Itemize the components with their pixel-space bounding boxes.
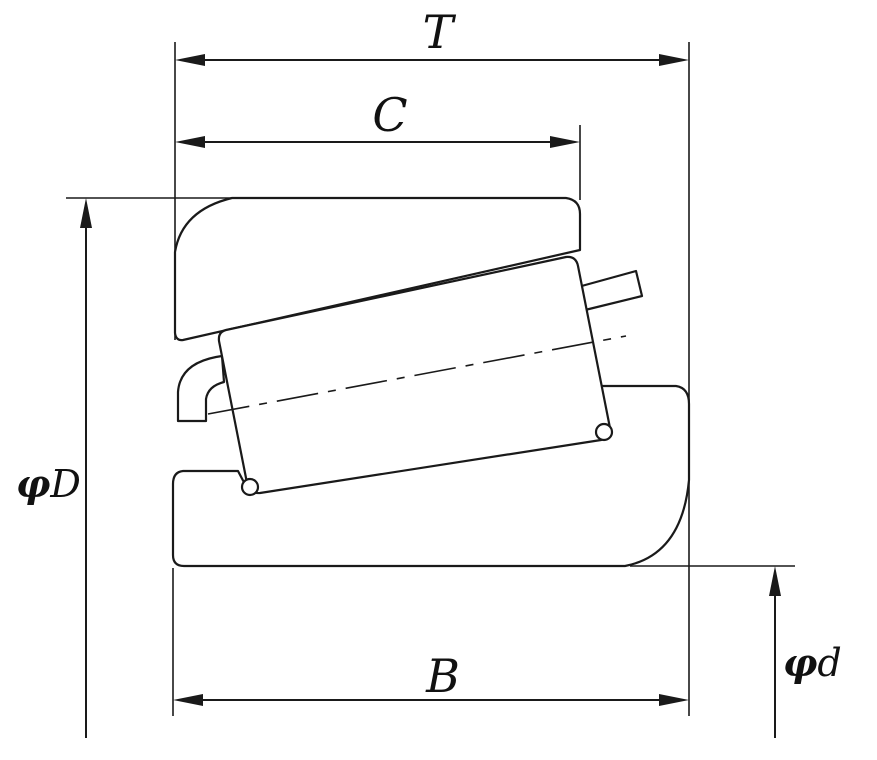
label-od-letter: D — [49, 462, 80, 506]
cage-right-stub — [576, 269, 644, 312]
arrow-t-left — [175, 54, 205, 66]
arrow-b-left — [173, 694, 203, 706]
arrow-id-top — [769, 566, 781, 596]
cage-left-hook — [176, 354, 226, 423]
roller-center-line — [207, 335, 627, 415]
arrow-od-top — [80, 198, 92, 228]
dimension-t: T — [175, 5, 689, 66]
dimension-c: C — [175, 88, 580, 148]
phi-symbol-id: φ — [783, 640, 817, 685]
arrow-t-right — [659, 54, 689, 66]
dimension-b: B — [173, 649, 689, 706]
label-b: B — [425, 649, 460, 703]
label-od: φD — [16, 461, 81, 506]
arrow-b-right — [659, 694, 689, 706]
label-id: φd — [783, 640, 842, 685]
phi-symbol-od: φ — [16, 461, 50, 506]
roller-fillet-bottom-left — [240, 477, 260, 497]
arrow-c-left — [175, 136, 205, 148]
label-t: T — [423, 5, 457, 59]
label-c: C — [372, 88, 407, 142]
dimension-id: φd — [769, 566, 842, 738]
outer-ring-cup — [173, 196, 582, 342]
roller-fillet-bottom-right — [594, 422, 614, 442]
arrow-c-right — [550, 136, 580, 148]
dimension-od: φD — [16, 198, 92, 738]
label-id-letter: d — [817, 641, 841, 685]
